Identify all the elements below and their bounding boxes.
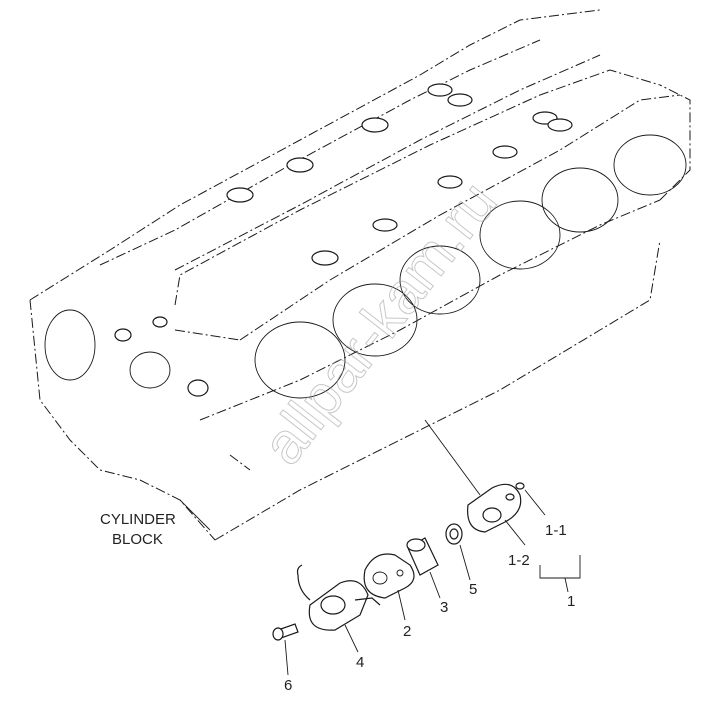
callout-3: 3 <box>440 599 448 616</box>
callout-leaders <box>179 489 581 676</box>
top-pads <box>226 83 573 266</box>
cylinder-block-outline <box>29 9 691 541</box>
callout-1: 1 <box>567 593 575 610</box>
front-end-details <box>44 309 209 397</box>
cylinder-bores <box>254 134 687 399</box>
block-leader-line <box>424 419 481 496</box>
part-4-washer <box>445 523 463 545</box>
part-3-bolt <box>406 537 439 576</box>
part-6-bolt <box>272 623 299 641</box>
part-1-1-pin <box>515 482 525 490</box>
callout-4: 5 <box>469 581 477 598</box>
part-5-sensor-bracket <box>296 564 381 631</box>
part-2-gasket <box>363 553 415 599</box>
callout-1-1: 1-1 <box>545 522 567 539</box>
label-cylinder-block-line2: BLOCK <box>112 531 163 548</box>
part-1-oil-jet-body <box>467 483 522 533</box>
callout-1-2: 1-2 <box>508 552 530 569</box>
callout-5: 4 <box>356 654 364 671</box>
callout-2: 2 <box>403 623 411 640</box>
label-cylinder-block-line1: CYLINDER <box>100 511 176 528</box>
callout-6: 6 <box>284 677 292 694</box>
